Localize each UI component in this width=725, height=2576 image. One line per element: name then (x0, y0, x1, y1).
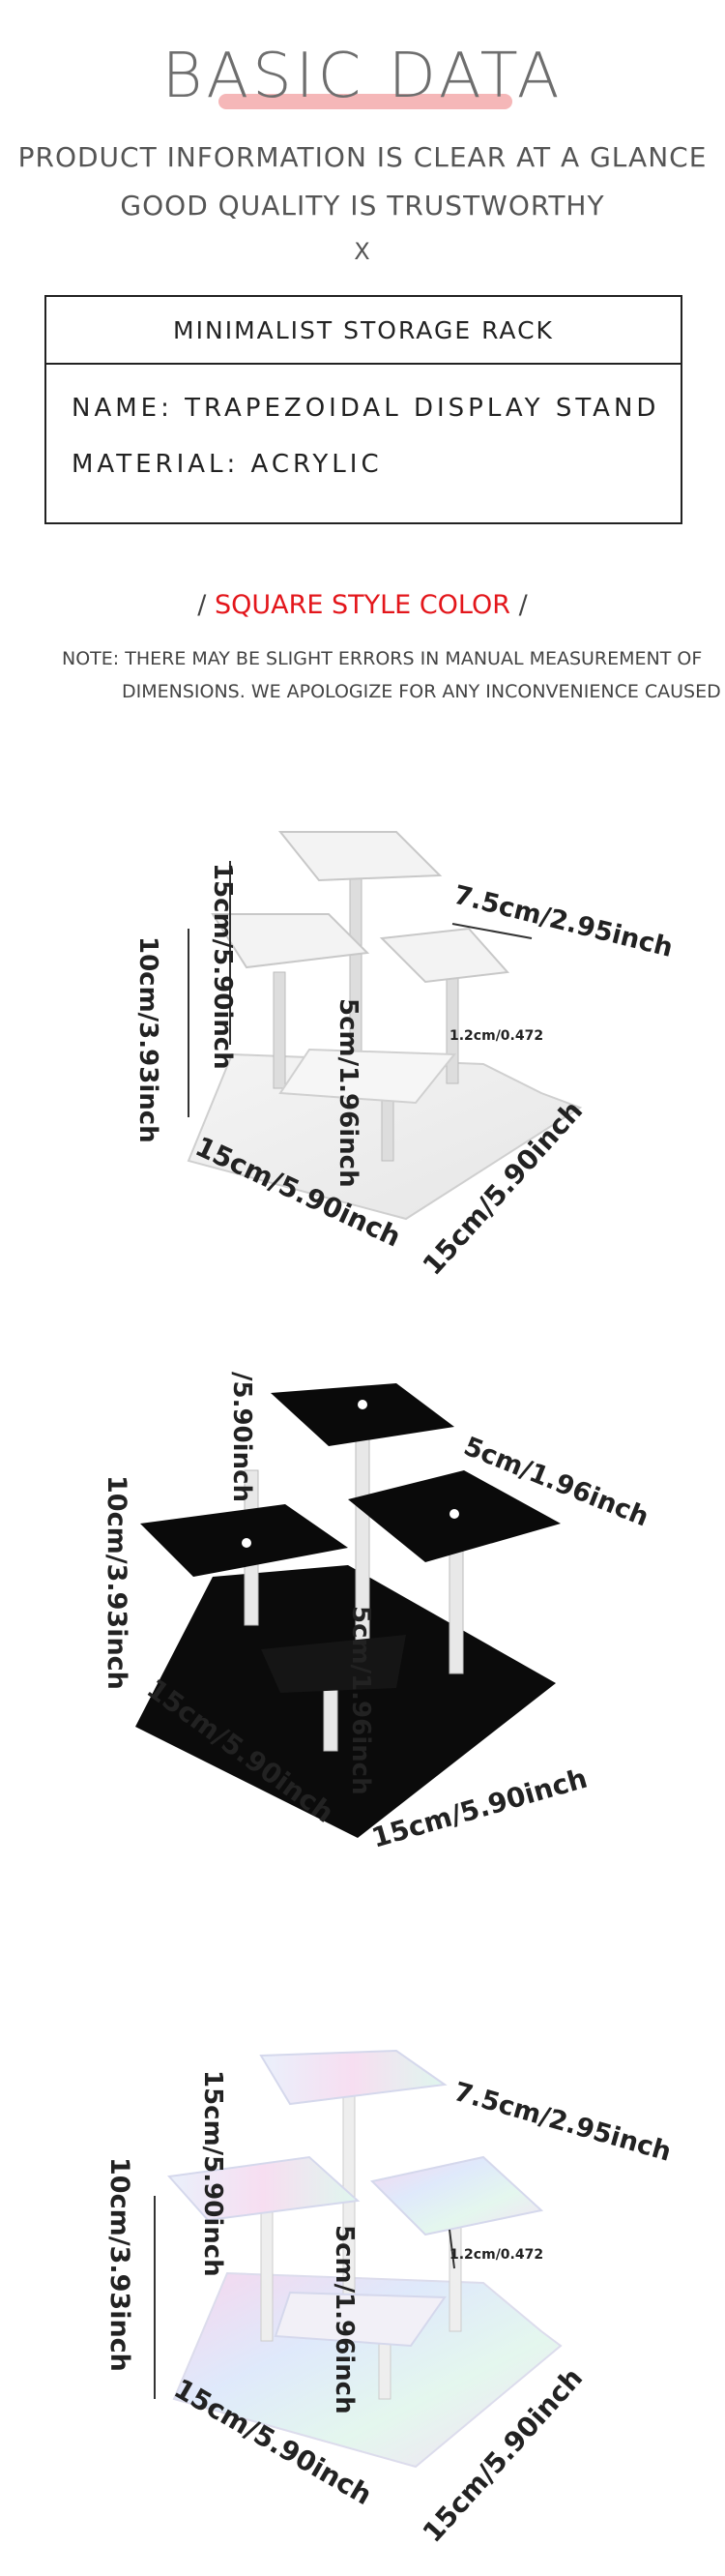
note-line-2: DIMENSIONS. WE APOLOGIZE FOR ANY INCONVE… (122, 681, 721, 702)
info-box: MINIMALIST STORAGE RACK NAME: TRAPEZOIDA… (44, 295, 682, 524)
shelf-low (261, 1635, 406, 1693)
page-title: BASIC DATA (161, 41, 564, 112)
dim-top-height: 15cm/5.90inch (198, 2070, 227, 2277)
dim-mid-height: 5cm/1.96inch (334, 998, 362, 1188)
product-image-black: /5.90inch 10cm/3.93inch 5cm/1.96inch 5cm… (102, 1372, 652, 1854)
subtitle-line-2: GOOD QUALITY IS TRUSTWORTHY (120, 190, 605, 222)
color-title: SQUARE STYLE COLOR (214, 590, 511, 620)
info-box-heading: MINIMALIST STORAGE RACK (46, 297, 681, 365)
dim-top-height: 15cm/5.90inch (208, 863, 237, 1070)
dim-small: 1.2cm/0.472 (450, 2247, 543, 2263)
dim-mid-height: 5cm/1.96inch (330, 2225, 359, 2414)
shelf-low (274, 2291, 447, 2348)
note-line-1: NOTE: THERE MAY BE SLIGHT ERRORS IN MANU… (62, 648, 703, 669)
slash-left: / (197, 590, 215, 620)
shelf-right (379, 927, 510, 984)
dim-total-height: 10cm/3.93inch (133, 936, 162, 1143)
subtitle-x: X (354, 238, 371, 265)
slash-right: / (510, 590, 528, 620)
product-image-iridescent: 15cm/5.90inch 10cm/3.93inch 7.5cm/2.95in… (104, 2049, 675, 2549)
shelf-right (369, 2155, 544, 2236)
shelf-top (277, 831, 443, 882)
dim-shelf: 7.5cm/2.95inch (450, 2077, 675, 2168)
title-underline (218, 94, 512, 109)
subtitle-line-1: PRODUCT INFORMATION IS CLEAR AT A GLANCE (17, 141, 708, 173)
dim-top-height: /5.90inch (227, 1372, 256, 1502)
shelf-low (278, 1048, 457, 1105)
product-material: MATERIAL: ACRYLIC (72, 450, 383, 479)
post (273, 971, 286, 1089)
shelf-top (271, 1383, 454, 1446)
dim-total-height: 10cm/3.93inch (104, 2157, 134, 2372)
dim-small: 1.2cm/0.472 (450, 1028, 543, 1044)
dim-total-height: 10cm/3.93inch (102, 1475, 131, 1690)
shelf-top (259, 2049, 448, 2106)
shelf-left (211, 913, 370, 969)
dim-mid-height: 5cm/1.96inch (346, 1606, 375, 1795)
product-image-clear: 15cm/5.90inch 10cm/3.93inch 7.5cm/2.95in… (133, 831, 676, 1282)
section-title: / SQUARE STYLE COLOR / (0, 590, 725, 620)
product-name: NAME: TRAPEZOIDAL DISPLAY STAND (72, 394, 660, 423)
shelf-left (167, 2155, 361, 2222)
